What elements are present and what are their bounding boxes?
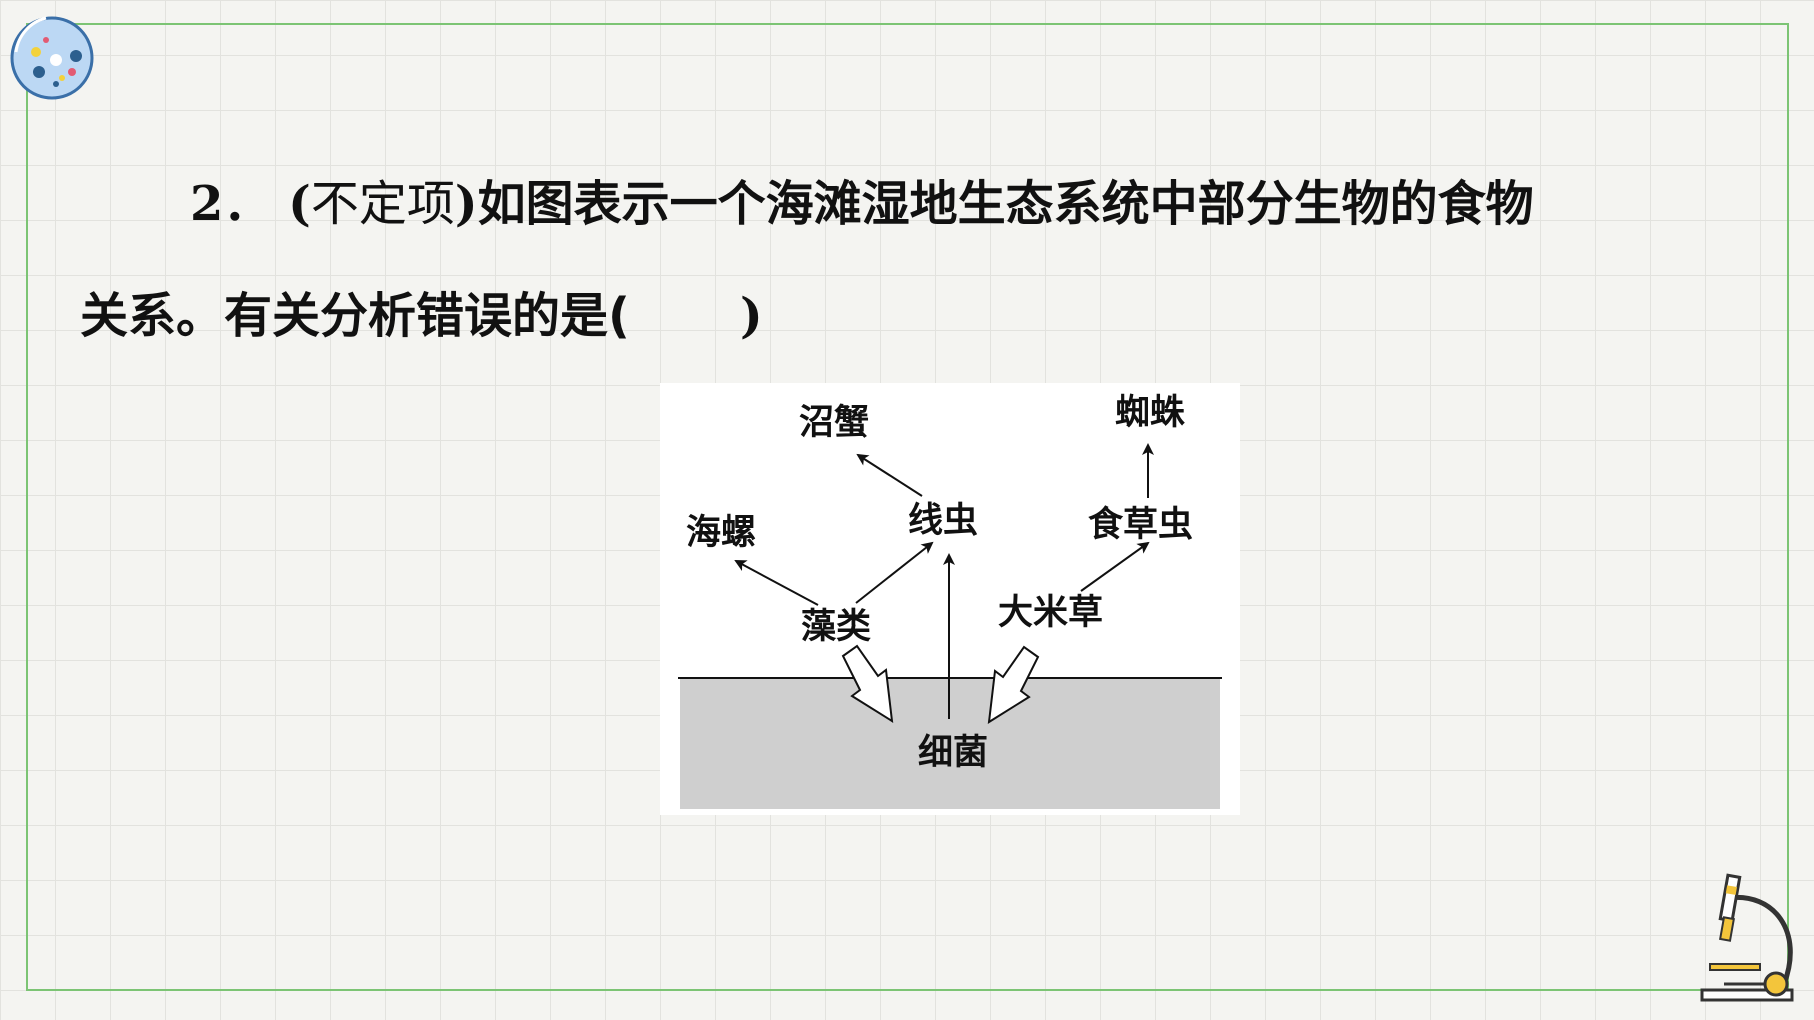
organism-nematode: 线虫: [908, 500, 979, 541]
arrow-algae-to-snail: [734, 560, 819, 606]
arrow-grass-to-bacteria: [987, 645, 1040, 724]
organism-insect: 食草虫: [1088, 504, 1194, 545]
organism-snail: 海螺: [686, 512, 757, 553]
microscope-icon: [1700, 873, 1794, 1002]
organism-bacteria: 细菌: [918, 732, 989, 773]
food-web-arrows: [678, 443, 1222, 809]
organism-spider: 蜘蛛: [1115, 392, 1186, 433]
arrow-nematode-to-crab: [856, 453, 923, 497]
organism-algae: 藻类: [801, 606, 872, 647]
food-web-diagram: 沼蟹 蜘蛛 线虫 海螺 食草虫 藻类 大米草 细菌: [660, 383, 1240, 815]
arrow-algae-to-bacteria: [841, 644, 894, 723]
arrow-grass-to-insect: [1080, 541, 1150, 592]
arrow-algae-to-nematode: [855, 541, 934, 604]
organism-crab: 沼蟹: [799, 402, 870, 443]
question-text-line-2: 关系。有关分析错误的是(: [80, 288, 630, 344]
organism-grass: 大米草: [998, 592, 1104, 633]
slide-border: [26, 23, 1789, 991]
answer-close-paren: ): [739, 288, 763, 344]
question-number: 2．: [190, 176, 272, 232]
decorative-dots-icon: [10, 16, 94, 100]
question-line-2: 关系。有关分析错误的是(): [80, 292, 763, 340]
question-line-1: 2． (不定项)如图表示一个海滩湿地生态系统中部分生物的食物: [190, 180, 1534, 228]
close-paren: ): [454, 176, 478, 232]
question-type: 不定项: [310, 176, 455, 232]
question-text-line-1: 如图表示一个海滩湿地生态系统中部分生物的食物: [477, 176, 1534, 232]
open-paren: (: [288, 176, 311, 232]
